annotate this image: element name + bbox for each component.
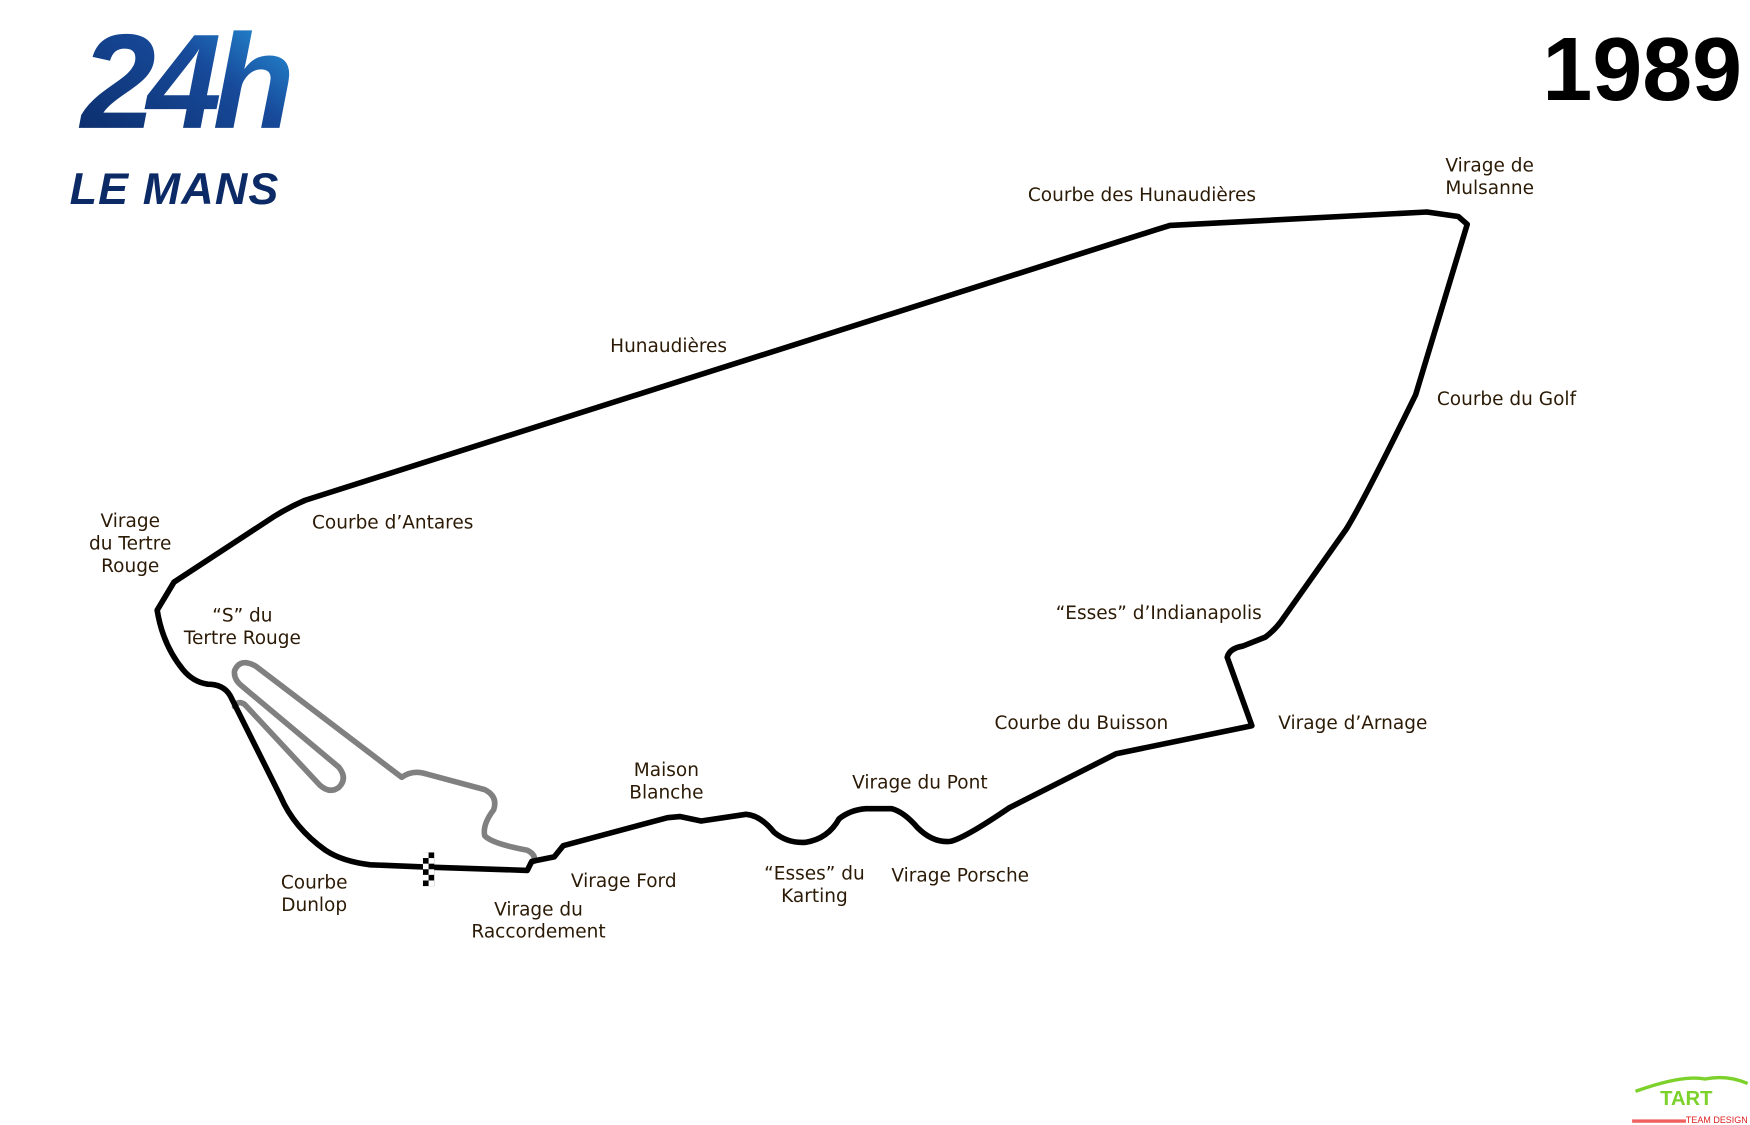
watermark-name: TART [1660,1088,1713,1110]
label-buisson: Courbe du Buisson [994,713,1168,734]
watermark-sub: TEAM DESIGN [1686,1115,1748,1125]
label-porsche: Virage Porsche [891,866,1029,887]
le-mans-logo: 24h LE MANS [70,6,299,214]
label-pont: Virage du Pont [852,773,987,794]
label-hunaudieres: Hunaudières [610,336,727,357]
year-title: 1989 [1542,20,1742,120]
start-finish-flag-icon [422,852,435,887]
la-sarthe-track [154,209,1471,874]
label-antares: Courbe d’Antares [312,512,473,533]
label-indianapolis: “Esses” d’Indianapolis [1056,603,1262,624]
logo-le-mans: LE MANS [70,163,280,214]
logo-24h: 24h [78,6,290,157]
tart-watermark-logo: TART TEAM DESIGN [1632,1075,1749,1125]
bugatti-circuit [231,659,538,865]
label-golf: Courbe du Golf [1437,389,1577,410]
label-courbe-hunaudieres: Courbe des Hunaudières [1028,185,1256,206]
label-ford: Virage Ford [571,871,677,892]
label-arnage: Virage d’Arnage [1278,713,1427,734]
